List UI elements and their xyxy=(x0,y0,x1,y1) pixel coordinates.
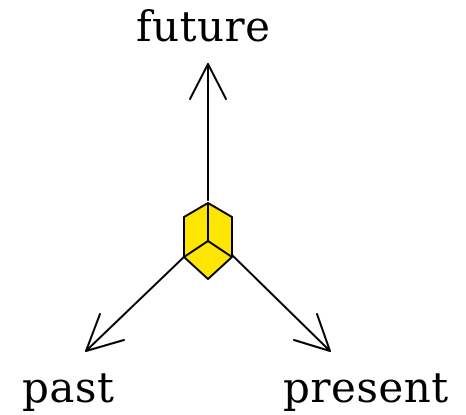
present-arrow xyxy=(231,254,331,352)
future-arrow xyxy=(189,63,227,201)
past-label: past xyxy=(22,363,115,412)
past-arrow xyxy=(85,254,187,352)
future-label: future xyxy=(136,2,271,51)
present-label: present xyxy=(283,363,449,412)
origin-cube xyxy=(183,202,233,280)
